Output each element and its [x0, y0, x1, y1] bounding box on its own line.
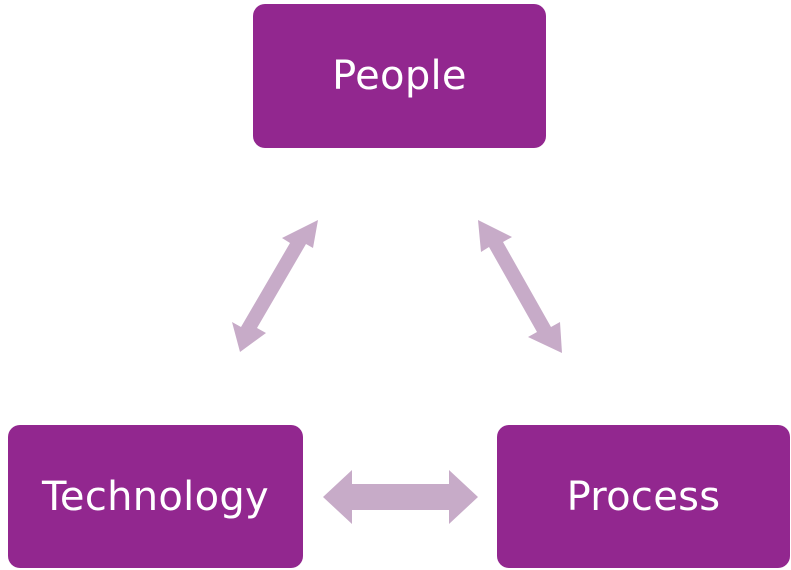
node-process: Process: [497, 425, 790, 568]
arrow-technology-process: [323, 470, 478, 524]
node-technology: Technology: [8, 425, 303, 568]
node-people-label: People: [332, 53, 467, 99]
node-process-label: Process: [566, 473, 721, 520]
node-people: People: [253, 4, 546, 148]
node-technology-label: Technology: [41, 473, 270, 520]
arrow-people-process: [478, 220, 562, 353]
arrow-people-technology: [232, 220, 318, 352]
